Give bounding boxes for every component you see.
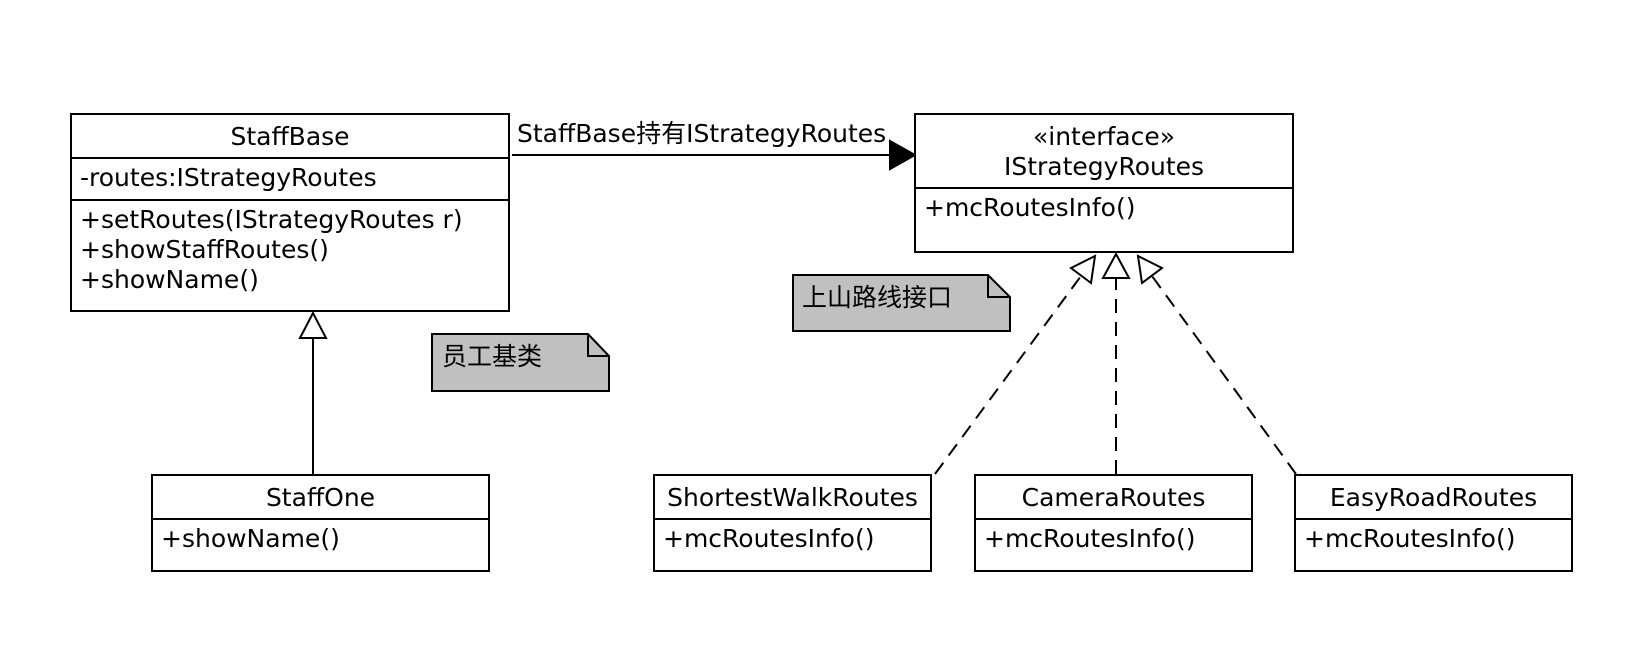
note-shape-routes-interface [792,274,1011,332]
class-name: EasyRoadRoutes [1329,483,1538,512]
class-header: «interface» IStrategyRoutes [916,115,1292,187]
class-istrategy-routes[interactable]: «interface» IStrategyRoutes +mcRoutesInf… [914,113,1294,253]
method: +mcRoutesInfo() [924,193,1136,222]
class-name: ShortestWalkRoutes [667,483,918,512]
class-easy-road-routes[interactable]: EasyRoadRoutes +mcRoutesInfo() [1294,474,1573,572]
methods-section: +mcRoutesInfo() [976,518,1251,560]
realization-line-shortest [934,275,1082,475]
class-shortest-walk-routes[interactable]: ShortestWalkRoutes +mcRoutesInfo() [653,474,932,572]
method: +mcRoutesInfo() [984,524,1196,553]
association-label: StaffBase持有IStrategyRoutes [517,119,887,148]
methods-section: +mcRoutesInfo() [1296,518,1571,560]
stereotype-label: «interface» [1032,122,1176,151]
realization-line-easyroad [1151,275,1297,475]
method: +showName() [161,524,340,553]
attributes-section: -routes:IStrategyRoutes [72,157,508,199]
realization-arrowhead-shortest [1069,254,1097,285]
class-staff-base[interactable]: StaffBase -routes:IStrategyRoutes +setRo… [70,113,510,312]
class-name: StaffOne [265,483,376,512]
methods-section: +mcRoutesInfo() [916,187,1292,229]
attribute: -routes:IStrategyRoutes [80,163,377,192]
class-staff-one[interactable]: StaffOne +showName() [151,474,490,572]
note-routes-interface: 上山路线接口 [802,283,953,312]
method: +setRoutes(IStrategyRoutes r) [80,205,463,234]
methods-section: +setRoutes(IStrategyRoutes r) +showStaff… [72,199,508,301]
note-fold-routes-interface [987,275,1010,298]
realization-arrowhead-camera [1101,251,1131,279]
note-staff-base: 员工基类 [442,342,543,371]
realization-arrowhead-easyroad [1136,254,1164,285]
method: +showStaffRoutes() [80,235,329,264]
class-name: IStrategyRoutes [1003,152,1205,181]
note-shape-staff-base [431,333,610,392]
class-camera-routes[interactable]: CameraRoutes +mcRoutesInfo() [974,474,1253,572]
method: +mcRoutesInfo() [1304,524,1516,553]
method: +showName() [80,265,259,294]
generalization-arrowhead [298,310,328,339]
association-arrowhead [889,139,918,171]
class-name: StaffBase [230,122,350,151]
methods-section: +showName() [153,518,488,560]
methods-section: +mcRoutesInfo() [655,518,930,560]
method: +mcRoutesInfo() [663,524,875,553]
note-fold-staff-base [587,334,609,357]
class-name: CameraRoutes [1021,483,1206,512]
